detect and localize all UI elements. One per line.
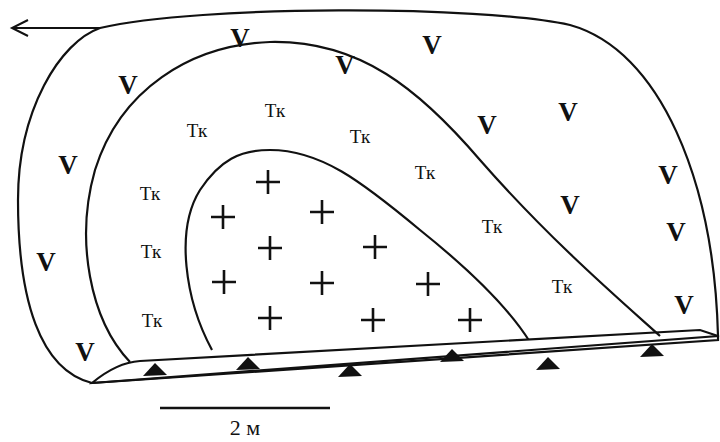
lithology-symbol: V (560, 192, 580, 219)
lithology-symbol: Тк (265, 101, 285, 120)
lithology-symbol: V (477, 112, 497, 139)
lithology-symbol: V (422, 32, 442, 59)
granite-contact (186, 150, 530, 350)
contact-line (86, 42, 660, 362)
lithology-symbol: Тк (415, 163, 435, 182)
scale-bar (160, 407, 330, 410)
lithology-symbol: V (558, 99, 578, 126)
lithology-symbol: Тк (140, 184, 160, 203)
lithology-symbol: V (666, 219, 686, 246)
granite-pattern (211, 170, 482, 332)
lithology-symbol: V (75, 339, 95, 366)
lithology-symbol: V (674, 292, 694, 319)
lithology-symbol: V (335, 52, 355, 79)
lithology-symbol: V (118, 72, 138, 99)
lithology-symbol: V (230, 25, 250, 52)
lithology-symbol: Тк (350, 127, 370, 146)
scale-label: 2 м (230, 417, 260, 439)
lithology-symbol: Тк (187, 121, 207, 140)
lithology-symbol: Тк (141, 242, 161, 261)
lithology-symbol: Тк (482, 217, 502, 236)
lithology-symbol: V (36, 249, 56, 276)
lithology-symbol: V (658, 162, 678, 189)
contact-line (18, 10, 718, 383)
lithology-symbol: Тк (142, 311, 162, 330)
direction-arrow (14, 27, 100, 29)
lithology-symbol: V (58, 152, 78, 179)
arrow-head (12, 20, 28, 36)
lithology-symbol: Тк (552, 277, 572, 296)
